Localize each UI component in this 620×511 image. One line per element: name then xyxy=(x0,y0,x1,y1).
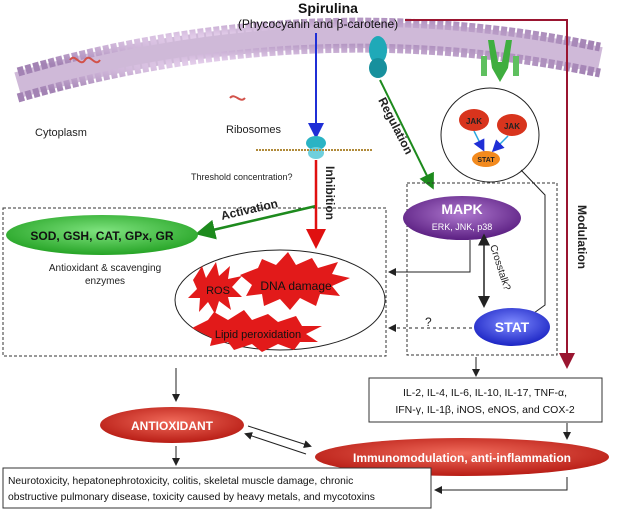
enzymes-label: SOD, GSH, CAT, GPx, GR xyxy=(30,229,173,243)
crosstalk-label: Crosstalk? xyxy=(487,244,512,293)
enzymes-node xyxy=(6,215,198,255)
jak-arrow-2 xyxy=(491,135,509,153)
damage-circle xyxy=(174,249,386,351)
inhibition-label: Inhibition xyxy=(323,166,337,220)
cytokines-line-2: IFN-γ, IL-1β, iNOS, eNOS, and COX-2 xyxy=(395,404,574,416)
antioxidant-label: ANTIOXIDANT xyxy=(131,419,214,433)
regulation-label: Regulation xyxy=(375,95,416,157)
cell-membrane xyxy=(14,17,603,103)
activation-label: Activation xyxy=(220,196,280,223)
immuno-label: Immunomodulation, anti-inflammation xyxy=(353,451,571,465)
jak-arrow-1 xyxy=(473,130,485,152)
stat-label: STAT xyxy=(495,319,530,335)
ion-channel-icon xyxy=(369,36,387,78)
oxidative-box xyxy=(2,207,387,357)
spirulina-title: Spirulina xyxy=(298,0,358,16)
mapk-title: MAPK xyxy=(441,201,482,217)
ribosome-icon xyxy=(256,136,372,159)
stat-node xyxy=(474,308,550,346)
mapk-sub: ERK, JNK, p38 xyxy=(432,222,493,232)
question-mark-label: ? xyxy=(425,315,432,329)
regulation-arrow xyxy=(379,79,434,190)
diseases-box xyxy=(2,467,432,509)
jak-right-label: JAK xyxy=(504,122,520,131)
ribosomes-label: Ribosomes xyxy=(226,124,282,136)
lipid-burst xyxy=(192,310,322,352)
immuno-to-diseases-arrow xyxy=(434,477,568,494)
stat-small-label: STAT xyxy=(477,157,495,164)
jak-stat-circle xyxy=(440,87,540,183)
mapk-to-damage-arrow xyxy=(388,240,471,276)
spirulina-subtitle: (Phycocyanin and β-carotene) xyxy=(238,17,398,31)
antioxidant-immuno-arrow-2 xyxy=(244,432,307,455)
antioxidant-node xyxy=(100,407,244,443)
jak-left-node xyxy=(459,109,489,131)
modulation-arrow xyxy=(405,19,575,369)
enzymes-caption-2: enzymes xyxy=(85,276,125,287)
dna-damage-label: DNA damage xyxy=(260,279,332,293)
jak-right-node xyxy=(497,114,527,136)
immuno-node xyxy=(315,438,609,476)
threshold-label: Threshold concentration? xyxy=(191,172,293,182)
cytoplasm-label: Cytoplasm xyxy=(35,127,87,139)
squiggle-left-icon xyxy=(69,56,101,64)
enzymes-caption-1: Antioxidant & scavenging xyxy=(49,263,161,274)
stat-small-node xyxy=(472,151,500,167)
ros-label: ROS xyxy=(206,285,230,297)
antioxidant-immuno-arrow-1 xyxy=(247,425,312,448)
lipid-peroxidation-label: Lipid peroxidation xyxy=(215,329,301,341)
jak-to-stat-line xyxy=(520,169,546,320)
mapk-node xyxy=(403,196,521,240)
receptor-icon xyxy=(481,40,519,82)
modulation-label: Modulation xyxy=(575,205,589,269)
activation-arrow xyxy=(195,204,317,240)
ros-burst xyxy=(188,262,242,314)
diseases-line-1: Neurotoxicity, hepatonephrotoxicity, col… xyxy=(8,476,353,487)
diseases-line-2: obstructive pulmonary disease, toxicity … xyxy=(8,492,375,503)
squiggle-mid-icon xyxy=(229,95,246,101)
cytokines-line-1: IL-2, IL-4, IL-6, IL-10, IL-17, TNF-α, xyxy=(403,387,567,399)
jak-left-label: JAK xyxy=(466,117,482,126)
signaling-box xyxy=(406,182,558,356)
cytokines-box xyxy=(368,377,603,423)
dna-burst xyxy=(240,252,350,310)
